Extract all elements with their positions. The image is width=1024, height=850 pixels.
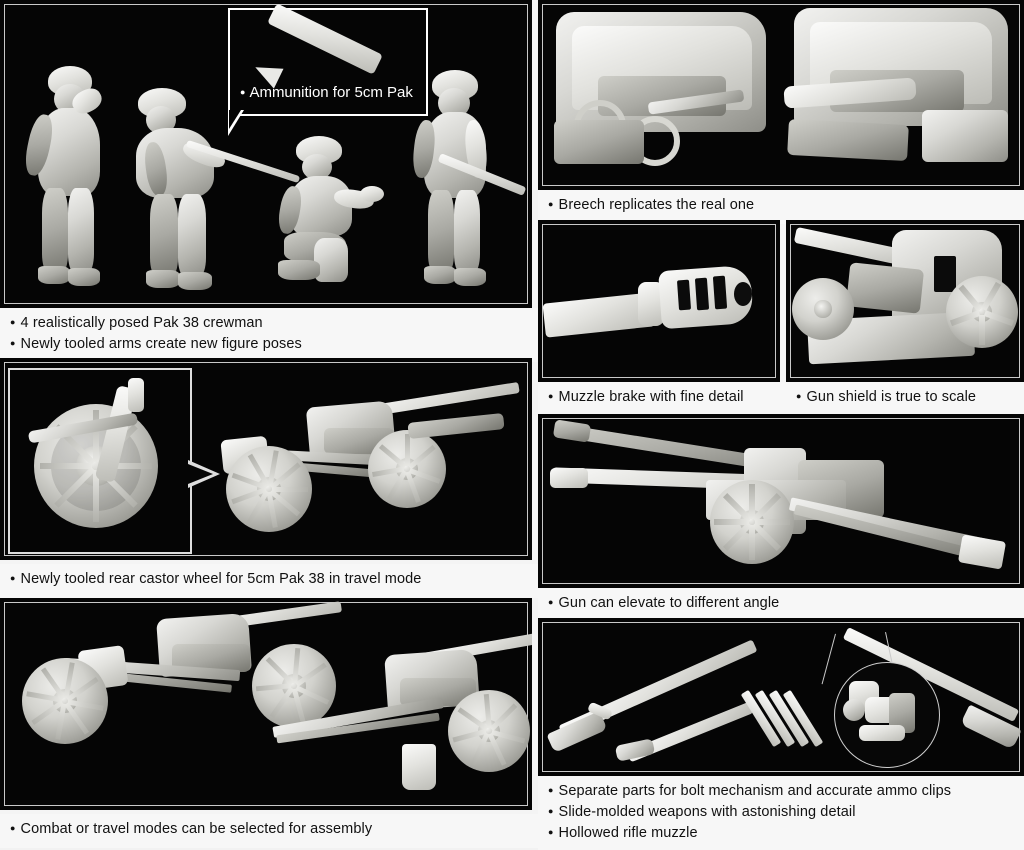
muzzle-brake-photo <box>538 220 780 382</box>
weapons-photo <box>538 618 1024 776</box>
muzzle-port <box>676 279 692 311</box>
ammunition-callout: Ammunition for 5cm Pak <box>228 3 428 116</box>
trail-spade <box>957 534 1007 570</box>
caption-line: Gun can elevate to different angle <box>548 592 1024 613</box>
combat-travel-modes-panel <box>0 598 532 810</box>
weapons-panel <box>538 618 1024 776</box>
caption-line: Muzzle brake with fine detail <box>548 386 790 407</box>
inset-pointer-fill <box>188 464 213 484</box>
held-shell <box>360 186 384 202</box>
figure-loader <box>128 82 301 294</box>
muzzle-brake-elevated <box>552 419 592 443</box>
magnifier-leader <box>821 633 836 685</box>
gun-wheel <box>226 446 312 532</box>
gun-wheel <box>368 430 446 508</box>
caption-line: 4 realistically posed Pak 38 crewman <box>10 312 542 333</box>
combat-travel-modes-photo <box>0 598 532 810</box>
gun-elevation-caption: Gun can elevate to different angle <box>538 588 1024 622</box>
castor-wheel-caption: Newly tooled rear castor wheel for 5cm P… <box>0 564 542 598</box>
gun-cradle <box>787 118 909 162</box>
gun-mount <box>845 262 925 314</box>
figure-standing <box>410 66 527 292</box>
callout-tail-fill <box>229 110 241 129</box>
gun-wheel <box>252 644 336 728</box>
caption-line: Combat or travel modes can be selected f… <box>10 818 542 839</box>
muzzle-brake-caption: Muzzle brake with fine detail <box>538 382 790 416</box>
breech-bracket <box>922 110 1008 162</box>
gun-travel-mode <box>212 368 524 550</box>
gun-wheel <box>448 690 530 772</box>
gun-wheel <box>946 276 1018 348</box>
gun-trail <box>788 497 988 552</box>
gun-elevation-photo <box>538 414 1024 588</box>
gun-elevation-panel <box>538 414 1024 588</box>
breech-panel <box>538 0 1024 190</box>
muzzle-brake-panel <box>538 220 780 382</box>
muzzle-port <box>712 275 728 310</box>
gun-wheel <box>22 658 108 744</box>
caption-line: Newly tooled rear castor wheel for 5cm P… <box>10 568 542 589</box>
crew-figures-caption: 4 realistically posed Pak 38 crewman New… <box>0 308 542 362</box>
muzzle-brake-level <box>550 468 588 488</box>
trail-spade <box>402 744 436 790</box>
gun-combat <box>272 628 532 806</box>
muzzle-bore <box>734 282 752 306</box>
crew-figures-photo: Ammunition for 5cm Pak <box>0 0 532 308</box>
ammunition-callout-label: Ammunition for 5cm Pak <box>240 84 412 101</box>
shield-aperture <box>934 256 956 292</box>
breech-caption: Breech replicates the real one <box>538 190 1024 224</box>
gun-shield-caption: Gun shield is true to scale <box>786 382 1024 416</box>
castor-stub <box>128 378 144 412</box>
figure-kneeling <box>268 134 384 294</box>
caption-line: Newly tooled arms create new figure pose… <box>10 333 542 354</box>
crew-figures-panel: Ammunition for 5cm Pak <box>0 0 532 308</box>
caption-line: Separate parts for bolt mechanism and ac… <box>548 780 1024 801</box>
left-column: Ammunition for 5cm Pak 4 realistically p… <box>0 0 532 845</box>
castor-wheel-inset <box>8 368 192 554</box>
gun-shield-photo <box>786 220 1024 382</box>
castor-wheel-photo <box>0 358 532 560</box>
caption-line: Slide-molded weapons with astonishing de… <box>548 801 1024 822</box>
gun-wheel <box>710 480 794 564</box>
caption-line: Breech replicates the real one <box>548 194 1024 215</box>
combat-travel-modes-caption: Combat or travel modes can be selected f… <box>0 814 542 848</box>
caption-line: Gun shield is true to scale <box>796 386 1024 407</box>
breech-mount <box>554 120 644 164</box>
muzzle-port <box>694 277 710 311</box>
bolt-magnifier-inset <box>834 662 940 768</box>
figure-observer <box>21 62 114 290</box>
weapons-caption: Separate parts for bolt mechanism and ac… <box>538 776 1024 850</box>
caption-line: Hollowed rifle muzzle <box>548 822 1024 843</box>
castor-wheel <box>34 404 158 528</box>
gun-travel <box>8 601 343 762</box>
right-column: Breech replicates the real one Muzzle br… <box>538 0 1024 850</box>
breech-photo <box>538 0 1024 190</box>
gun-shield-panel <box>786 220 1024 382</box>
gun-wheel <box>792 278 854 340</box>
castor-wheel-panel <box>0 358 532 560</box>
ammunition-round <box>267 3 383 75</box>
